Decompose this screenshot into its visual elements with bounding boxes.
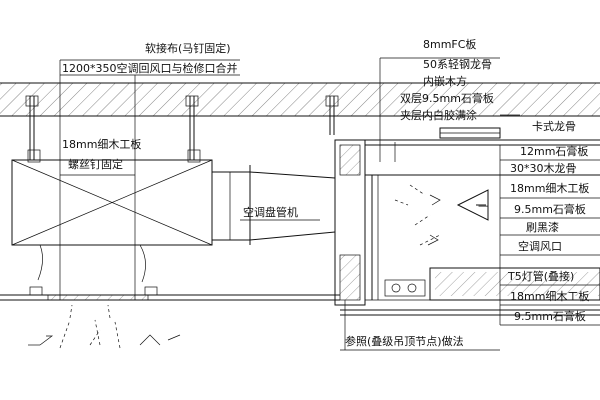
hanger-rods (25, 95, 339, 160)
label-black-paint: 刷黑漆 (526, 221, 559, 234)
return-airflow-arrows (28, 304, 181, 349)
leader-lines-right (340, 57, 600, 351)
label-fc-board: 8mmFC板 (423, 37, 476, 51)
label-clip-keel: 卡式龙骨 (532, 120, 576, 133)
label-gypsum-double: 双层9.5mm石膏板 (400, 91, 494, 105)
leader-lines-left (59, 59, 320, 300)
label-plywood-18-b: 18mm细木工板 (510, 289, 589, 303)
label-ac-duct: 空调盘管机 (243, 205, 298, 219)
label-plywood-18-a: 18mm细木工板 (510, 181, 589, 195)
label-keel-30: 30*30木龙骨 (510, 162, 577, 175)
label-soft-joint: 软接布(马钉固定) (145, 41, 231, 55)
label-latex-paint: 夹层内白胶满涂 (400, 108, 477, 122)
label-plywood-18-box: 18mm细木工板 (62, 137, 141, 151)
label-steel-keel: 50系轻钢龙骨 (423, 57, 492, 71)
label-wood-square: 内嵌木方 (423, 74, 467, 88)
label-reference-note: 参照(叠级吊顶节点)做法 (345, 334, 464, 348)
label-gypsum-95-a: 9.5mm石膏板 (514, 202, 586, 216)
label-screw-fix: 螺丝钉固定 (68, 157, 123, 171)
concrete-slab (0, 82, 600, 117)
ac-duct (212, 165, 336, 245)
label-t5-tube: T5灯管(叠接) (507, 269, 574, 283)
label-return-vent: 1200*350空调回风口与检修口合并 (62, 61, 238, 75)
ac-unit-box (11, 149, 213, 283)
label-gypsum-95-b: 9.5mm石膏板 (514, 309, 586, 323)
label-gypsum-12: 12mm石膏板 (520, 144, 588, 158)
outlet-symbol-text: — (478, 199, 489, 212)
supply-outlet: — (394, 184, 489, 246)
stepped-ceiling-structure (334, 127, 600, 316)
label-ac-outlet: 空调风口 (518, 239, 562, 253)
lower-ceiling-left (0, 286, 340, 301)
